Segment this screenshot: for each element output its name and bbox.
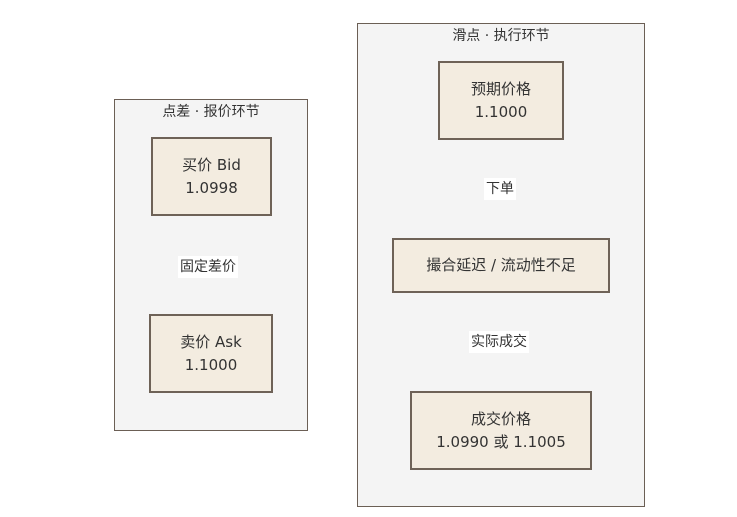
bid-value: 1.0998	[185, 178, 238, 197]
ask-label: 卖价 Ask	[180, 332, 242, 351]
expected-price-label: 预期价格	[470, 79, 531, 98]
executed-price-label: 成交价格	[470, 409, 531, 428]
matching-delay-node: 撮合延迟 / 流动性不足	[392, 238, 610, 293]
ask-node: 卖价 Ask 1.1000	[149, 314, 273, 393]
expected-price-node: 预期价格 1.1000	[438, 61, 564, 140]
spread-panel-title: 点差 · 报价环节	[162, 104, 260, 120]
bid-node: 买价 Bid 1.0998	[151, 137, 272, 216]
executed-price-value: 1.0990 或 1.1005	[436, 432, 566, 451]
fixed-spread-label: 固定差价	[178, 256, 238, 278]
slippage-panel-title: 滑点 · 执行环节	[452, 28, 550, 44]
expected-price-value: 1.1000	[474, 102, 528, 121]
actual-fill-label: 实际成交	[469, 331, 529, 353]
matching-delay-label: 撮合延迟 / 流动性不足	[426, 256, 576, 274]
bid-label: 买价 Bid	[182, 155, 241, 174]
executed-price-node: 成交价格 1.0990 或 1.1005	[410, 391, 592, 470]
ask-value: 1.1000	[184, 355, 238, 374]
place-order-label: 下单	[484, 178, 516, 200]
